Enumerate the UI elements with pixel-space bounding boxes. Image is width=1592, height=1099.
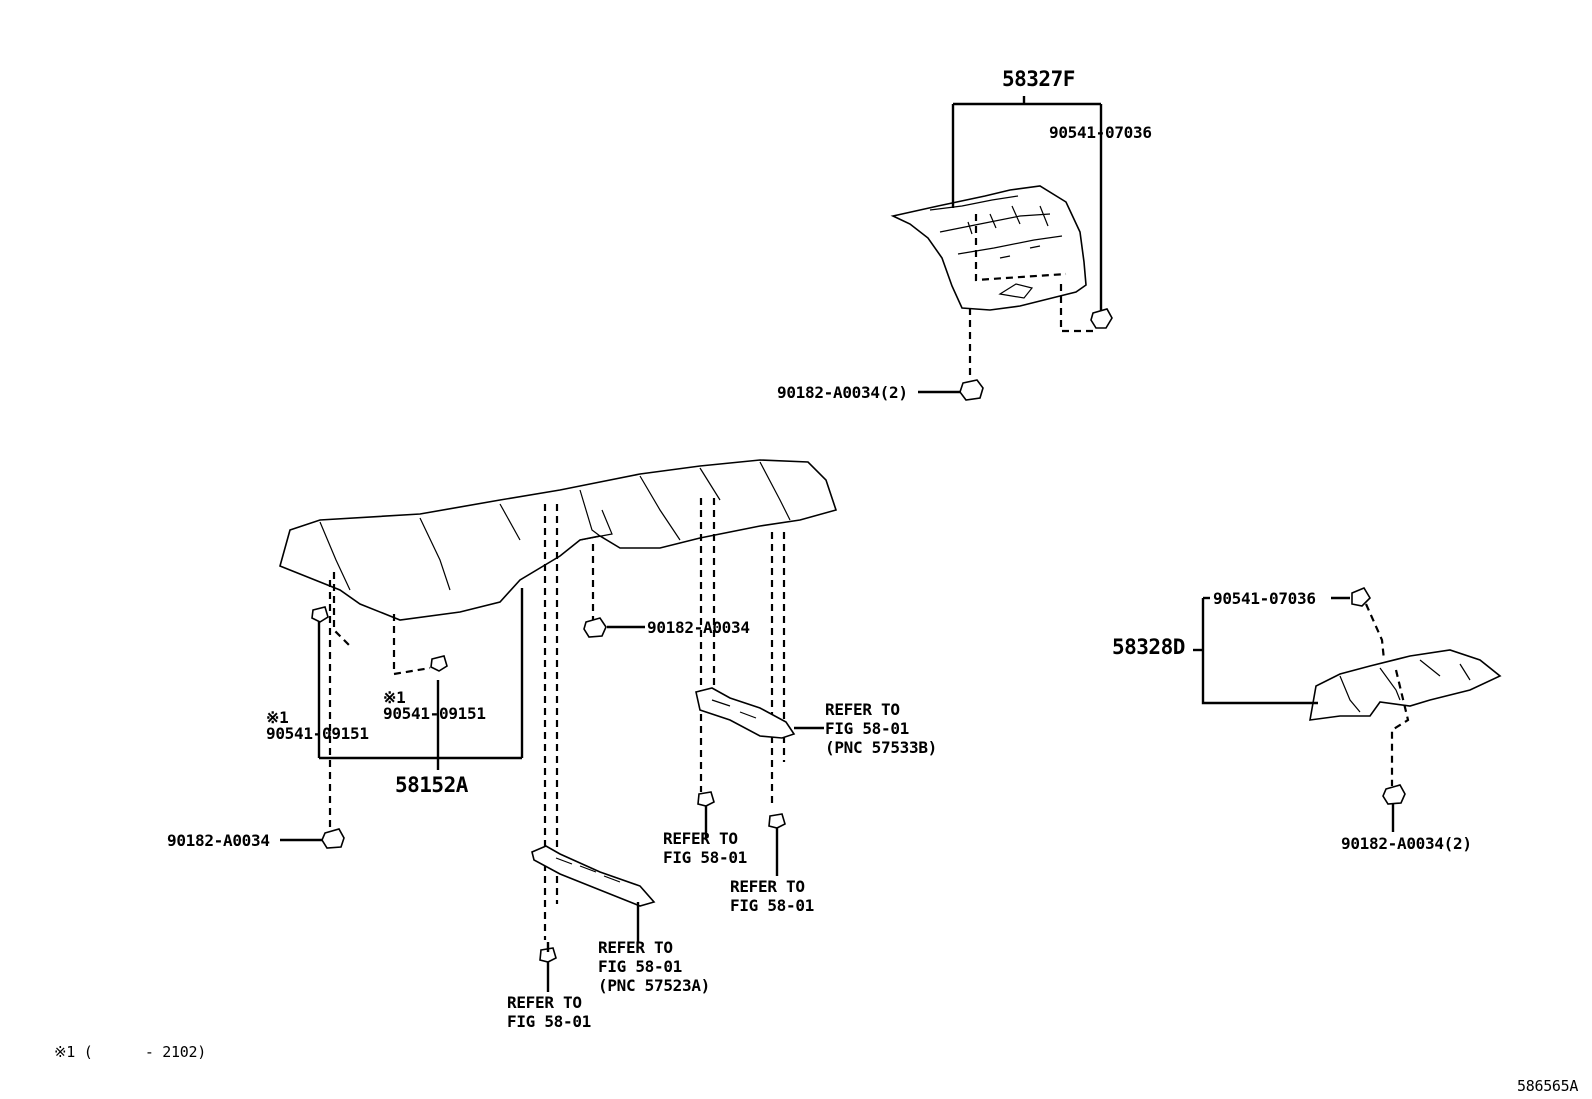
note-mark-a: ※1	[266, 708, 289, 727]
part-number-top-nut: 90182-A0034(2)	[777, 383, 908, 402]
refer-2-line-2: FIG 58-01	[663, 848, 747, 867]
refer-2-line-1: REFER TO	[663, 829, 738, 848]
refer-4-line-1: REFER TO	[598, 938, 673, 957]
part-number-right-nut: 90182-A0034(2)	[1341, 834, 1472, 853]
refer-5-line-2: FIG 58-01	[507, 1012, 591, 1031]
part-number-left-nut: 90182-A0034	[167, 831, 270, 850]
part-number-58152A: 58152A	[395, 773, 468, 797]
bracket-57533B	[695, 687, 796, 739]
heat-insulator-58328D	[1309, 649, 1502, 721]
bracket-57523A	[531, 845, 656, 907]
refer-4-line-2: FIG 58-01	[598, 957, 682, 976]
refer-3-line-1: REFER TO	[730, 877, 805, 896]
refer-1-line-3: (PNC 57533B)	[825, 738, 937, 757]
diagram-id: 586565A	[1517, 1077, 1579, 1095]
part-number-right-clip: 90541-07036	[1213, 589, 1316, 608]
heat-insulator-58327F	[890, 185, 1087, 311]
footnote: ※1 ( - 2102)	[54, 1043, 206, 1061]
part-number-clip-a: 90541-09151	[266, 724, 369, 743]
refer-1-line-2: FIG 58-01	[825, 719, 909, 738]
part-number-58328D: 58328D	[1112, 635, 1185, 659]
note-mark-b: ※1	[383, 688, 406, 707]
refer-3-line-2: FIG 58-01	[730, 896, 814, 915]
refer-1-line-1: REFER TO	[825, 700, 900, 719]
refer-4-line-3: (PNC 57523A)	[598, 976, 710, 995]
part-number-top-clip: 90541-07036	[1049, 123, 1152, 142]
part-number-mid-nut: 90182-A0034	[647, 618, 750, 637]
refer-5-line-1: REFER TO	[507, 993, 582, 1012]
part-number-clip-b: 90541-09151	[383, 704, 486, 723]
part-number-58327F: 58327F	[1002, 67, 1075, 91]
